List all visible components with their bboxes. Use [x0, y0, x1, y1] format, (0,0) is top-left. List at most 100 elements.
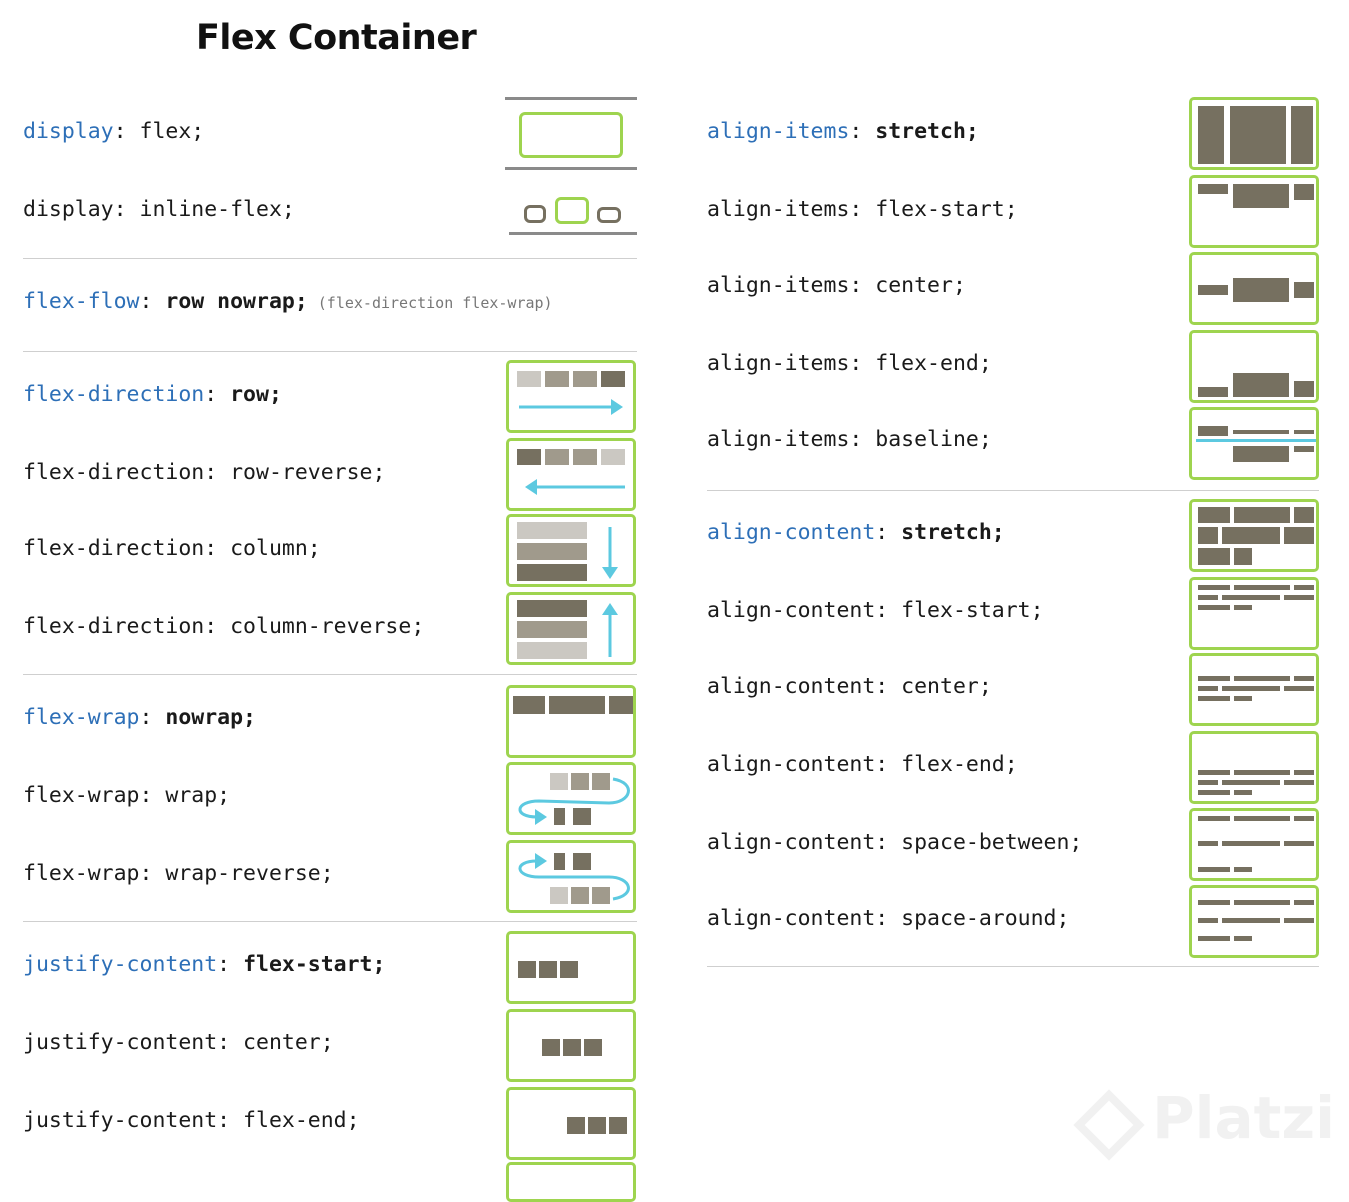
row-flex-direction-row-reverse: flex-direction: row-reverse; [23, 460, 386, 485]
align-items-flex-start-diagram [1189, 175, 1319, 248]
divider [23, 351, 637, 352]
item [517, 564, 587, 581]
item [1222, 527, 1280, 544]
item [539, 961, 557, 978]
item [1230, 106, 1286, 164]
item [609, 1117, 627, 1134]
align-content-flex-start-diagram [1189, 577, 1319, 650]
item [1294, 446, 1314, 452]
item [563, 1039, 581, 1056]
align-items-baseline-diagram [1189, 407, 1319, 480]
item [1198, 770, 1230, 775]
align-items-stretch-diagram [1189, 97, 1319, 170]
justify-content-flex-start-diagram [506, 931, 636, 1004]
item [545, 449, 569, 465]
item [1234, 696, 1252, 701]
item [1198, 816, 1230, 821]
flex-wrap-nowrap-diagram [506, 685, 636, 758]
item [549, 696, 605, 714]
item [567, 1117, 585, 1134]
item [1294, 900, 1314, 905]
inline-element-left [524, 205, 546, 223]
item [1234, 816, 1290, 821]
item [1222, 595, 1280, 600]
row-flex-direction-column-reverse: flex-direction: column-reverse; [23, 614, 425, 639]
align-content-stretch-diagram [1189, 499, 1319, 572]
row-flex-direction-column: flex-direction: column; [23, 536, 321, 561]
divider [707, 490, 1319, 491]
platzi-logo-icon [1073, 1089, 1145, 1161]
item [1198, 527, 1218, 544]
flex-wrap-wrap-diagram [506, 762, 636, 835]
item [1198, 780, 1218, 785]
row-justify-content-flex-end: justify-content: flex-end; [23, 1108, 360, 1133]
arrow-down-icon [602, 527, 618, 579]
item [1294, 184, 1314, 200]
row-align-items-stretch: align-items: stretch; [707, 119, 979, 144]
item [1222, 780, 1280, 785]
item [1294, 507, 1314, 523]
row-align-content-center: align-content: center; [707, 674, 992, 699]
item [588, 1117, 606, 1134]
item [592, 887, 610, 904]
item [1294, 585, 1314, 590]
inline-flex-diagram [555, 197, 589, 224]
item [1234, 936, 1252, 941]
item [573, 853, 591, 870]
item [1198, 595, 1218, 600]
row-align-items-baseline: align-items: baseline; [707, 427, 992, 452]
item [1198, 387, 1228, 397]
row-align-content-space-around: align-content: space-around; [707, 906, 1070, 931]
item [1198, 841, 1218, 846]
item [1198, 585, 1230, 590]
arrow-right-icon [519, 399, 623, 415]
row-align-content-flex-start: align-content: flex-start; [707, 598, 1044, 623]
justify-content-flex-end-diagram [506, 1087, 636, 1160]
item [1294, 676, 1314, 681]
wrap-arrow-icon [518, 777, 630, 825]
item [573, 371, 597, 387]
item [1198, 605, 1230, 610]
item [1198, 184, 1228, 194]
item [1222, 841, 1280, 846]
align-content-flex-end-diagram [1189, 731, 1319, 804]
divider [23, 674, 637, 675]
row-align-items-flex-end: align-items: flex-end; [707, 351, 992, 376]
row-display-flex: display: flex; [23, 119, 205, 144]
next-diagram-partial [506, 1162, 636, 1202]
row-flex-wrap-wrap: flex-wrap: wrap; [23, 783, 231, 808]
baseline-line [1196, 439, 1316, 442]
row-flex-wrap-nowrap: flex-wrap: nowrap; [23, 705, 256, 730]
inline-baseline-line [509, 232, 637, 235]
item [1233, 184, 1289, 208]
row-justify-content-flex-start: justify-content: flex-start; [23, 952, 386, 977]
display-flex-top-line [505, 97, 637, 100]
row-flex-flow: flex-flow: row nowrap;(flex-direction fl… [23, 289, 553, 314]
item [1198, 507, 1230, 523]
item [609, 696, 633, 714]
item [1284, 527, 1314, 544]
watermark: Platzi [1073, 1084, 1335, 1161]
arrow-left-icon [525, 479, 625, 495]
item [1198, 936, 1230, 941]
item [542, 1039, 560, 1056]
row-flex-direction-row: flex-direction: row; [23, 382, 282, 407]
divider [23, 258, 637, 259]
flex-wrap-wrap-reverse-diagram [506, 840, 636, 913]
page-title: Flex Container [196, 18, 477, 58]
item [517, 543, 587, 560]
item [554, 808, 565, 825]
item [601, 371, 625, 387]
item [1234, 676, 1290, 681]
item [1294, 430, 1314, 434]
wrap-reverse-arrow-icon [518, 853, 630, 901]
item [1234, 770, 1290, 775]
item [517, 371, 541, 387]
flex-direction-column-reverse-diagram [506, 592, 636, 665]
align-items-center-diagram [1189, 252, 1319, 325]
inline-element-right [597, 207, 621, 223]
item [1284, 841, 1314, 846]
item [1198, 285, 1228, 295]
item [1233, 430, 1289, 434]
row-align-items-center: align-items: center; [707, 273, 966, 298]
